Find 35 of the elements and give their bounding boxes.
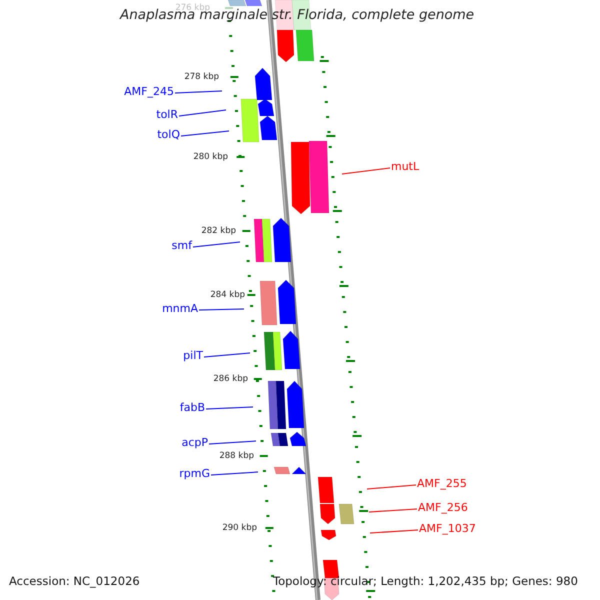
leader-line xyxy=(180,130,230,136)
gene-label: rpmG xyxy=(179,467,210,481)
leader-line xyxy=(174,90,222,94)
position-label: 278 kbp xyxy=(184,73,219,82)
gene-label: tolQ xyxy=(157,128,180,142)
leader-line xyxy=(192,242,240,248)
leader-line xyxy=(206,406,254,410)
leader-line xyxy=(208,440,256,444)
position-label: 290 kbp xyxy=(222,524,257,533)
leader-line xyxy=(210,472,258,476)
position-label: 288 kbp xyxy=(219,452,254,461)
leader-line xyxy=(366,484,416,490)
leader-line xyxy=(342,168,390,174)
accession-note: Accession: NC_012026 xyxy=(9,574,140,588)
gene-label: acpP xyxy=(182,436,208,450)
gene-label: AMF_245 xyxy=(124,85,174,99)
position-label: 286 kbp xyxy=(213,375,248,384)
leader-line xyxy=(368,508,418,512)
leader-line xyxy=(178,110,226,116)
gene-label: AMF_256 xyxy=(418,501,468,515)
gene-label: pilT xyxy=(183,349,203,363)
leader-line xyxy=(198,308,244,310)
genome-info-note: Topology: circular; Length: 1,202,435 bp; Genes: 980 xyxy=(273,574,578,588)
gene-label: smf xyxy=(172,239,192,253)
position-label: 284 kbp xyxy=(210,291,245,300)
leader-line xyxy=(370,530,418,534)
gene-label: AMF_255 xyxy=(417,477,467,491)
leader-line xyxy=(204,352,250,358)
gene-label: AMF_1037 xyxy=(419,522,476,536)
gene-label: mutL xyxy=(391,160,420,174)
position-label: 280 kbp xyxy=(193,153,228,162)
gene-label: tolR xyxy=(156,108,178,122)
gene-label: mnmA xyxy=(162,302,198,316)
gene-label: fabB xyxy=(180,401,205,415)
position-label: 282 kbp xyxy=(201,227,236,236)
